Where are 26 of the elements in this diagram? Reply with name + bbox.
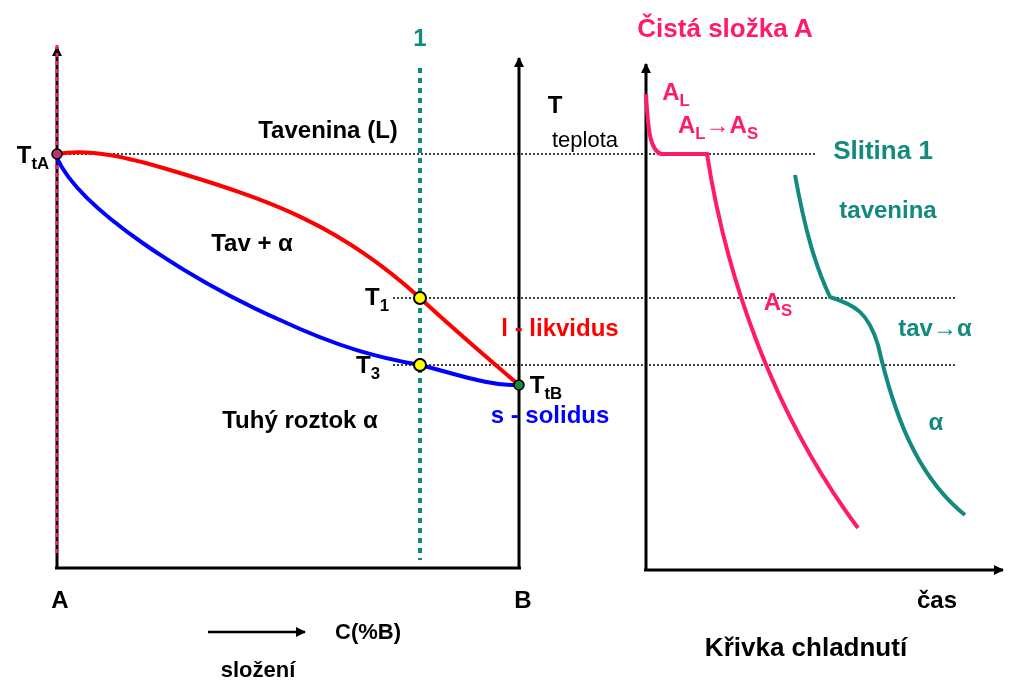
axis-label: T — [547, 93, 563, 117]
point-label: T$_{1}$ — [365, 285, 389, 315]
region-label: Tavenina (L) — [258, 118, 398, 142]
axis-label: C(%B) — [335, 621, 401, 643]
region-label: Tuhý roztok α — [222, 408, 378, 432]
axis-label: čas — [917, 588, 957, 612]
chart-title: Slitina 1 — [833, 137, 933, 163]
curve-label: A$_{L}$ — [662, 80, 690, 110]
curve-label: l - likvidus — [501, 316, 619, 340]
curve-label: A$_{L}$→A$_{S}$ — [677, 113, 759, 143]
point-label: T$_{tB}$ — [529, 373, 563, 403]
axis-label: B — [514, 588, 532, 612]
curve-label: A$_{S}$ — [763, 290, 793, 320]
axis-label: A — [51, 588, 69, 612]
curve-label: tavenina — [839, 198, 937, 222]
axis-label: složení — [220, 659, 296, 681]
curve-label: α — [928, 410, 944, 434]
curve-label: tav→α — [898, 316, 972, 340]
axis-label: teplota — [551, 129, 619, 151]
curve-number: 1 — [413, 26, 427, 50]
chart-title: Čistá složka A — [637, 15, 813, 41]
point-label: T$_{tA}$ — [16, 143, 50, 173]
curve-label: s - solidus — [490, 403, 610, 427]
point-label: T$_{3}$ — [356, 353, 380, 383]
region-label: Tav + α — [211, 231, 293, 255]
chart-title: Křivka chladnutí — [704, 634, 908, 660]
